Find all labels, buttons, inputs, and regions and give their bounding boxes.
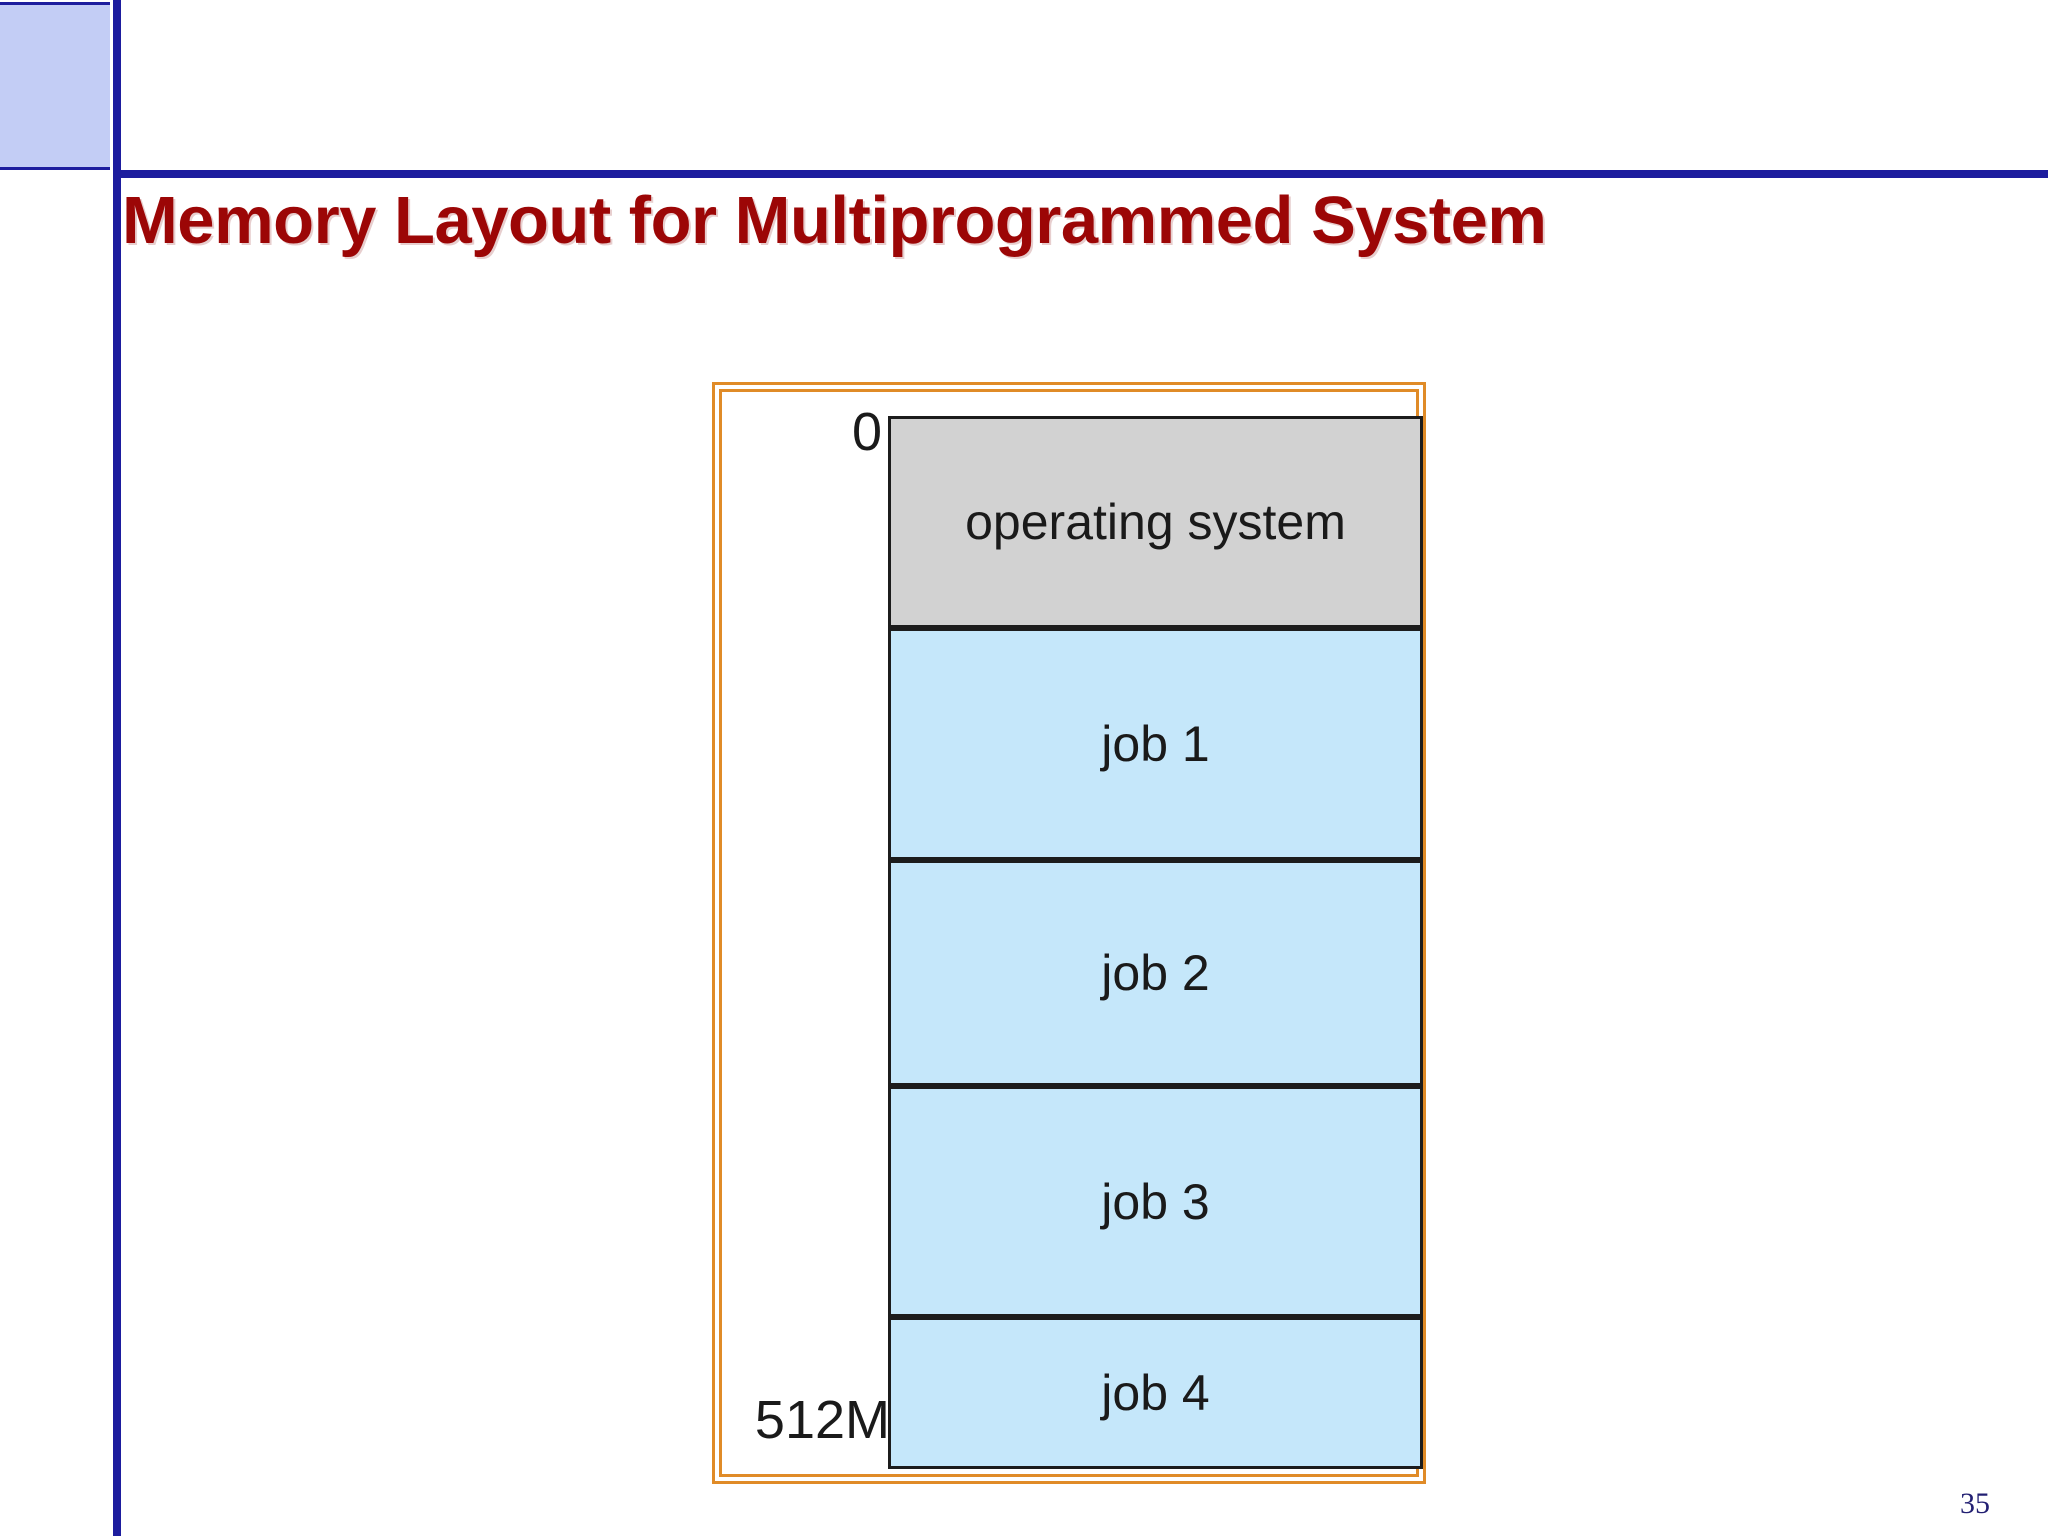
memory-diagram-frame: 0 512M operating system job 1 job 2 job … bbox=[712, 382, 1426, 1484]
memory-diagram-frame-inner: 0 512M operating system job 1 job 2 job … bbox=[719, 389, 1423, 1477]
memory-block-job-2: job 2 bbox=[888, 860, 1423, 1086]
memory-block-label: job 3 bbox=[1101, 1173, 1210, 1230]
page-title: Memory Layout for Multiprogrammed System bbox=[122, 183, 1547, 258]
memory-block-label: job 4 bbox=[1101, 1365, 1210, 1421]
memory-block-operating-system: operating system bbox=[888, 416, 1423, 628]
memory-block-label: job 1 bbox=[1101, 716, 1210, 772]
memory-block-job-4: job 4 bbox=[888, 1317, 1423, 1469]
memory-block-label: job 2 bbox=[1101, 945, 1210, 1001]
memory-block-column: operating system job 1 job 2 job 3 job 4 bbox=[888, 416, 1423, 1469]
memory-block-label: operating system bbox=[965, 494, 1346, 550]
address-label-bottom: 512M bbox=[754, 1390, 890, 1450]
horizontal-rule bbox=[113, 170, 2048, 178]
vertical-rule bbox=[113, 0, 121, 1536]
page-number: 35 bbox=[1960, 1487, 1990, 1520]
memory-block-job-1: job 1 bbox=[888, 628, 1423, 860]
memory-block-job-3: job 3 bbox=[888, 1086, 1423, 1317]
corner-accent-block bbox=[0, 2, 110, 170]
address-label-top: 0 bbox=[851, 402, 882, 462]
